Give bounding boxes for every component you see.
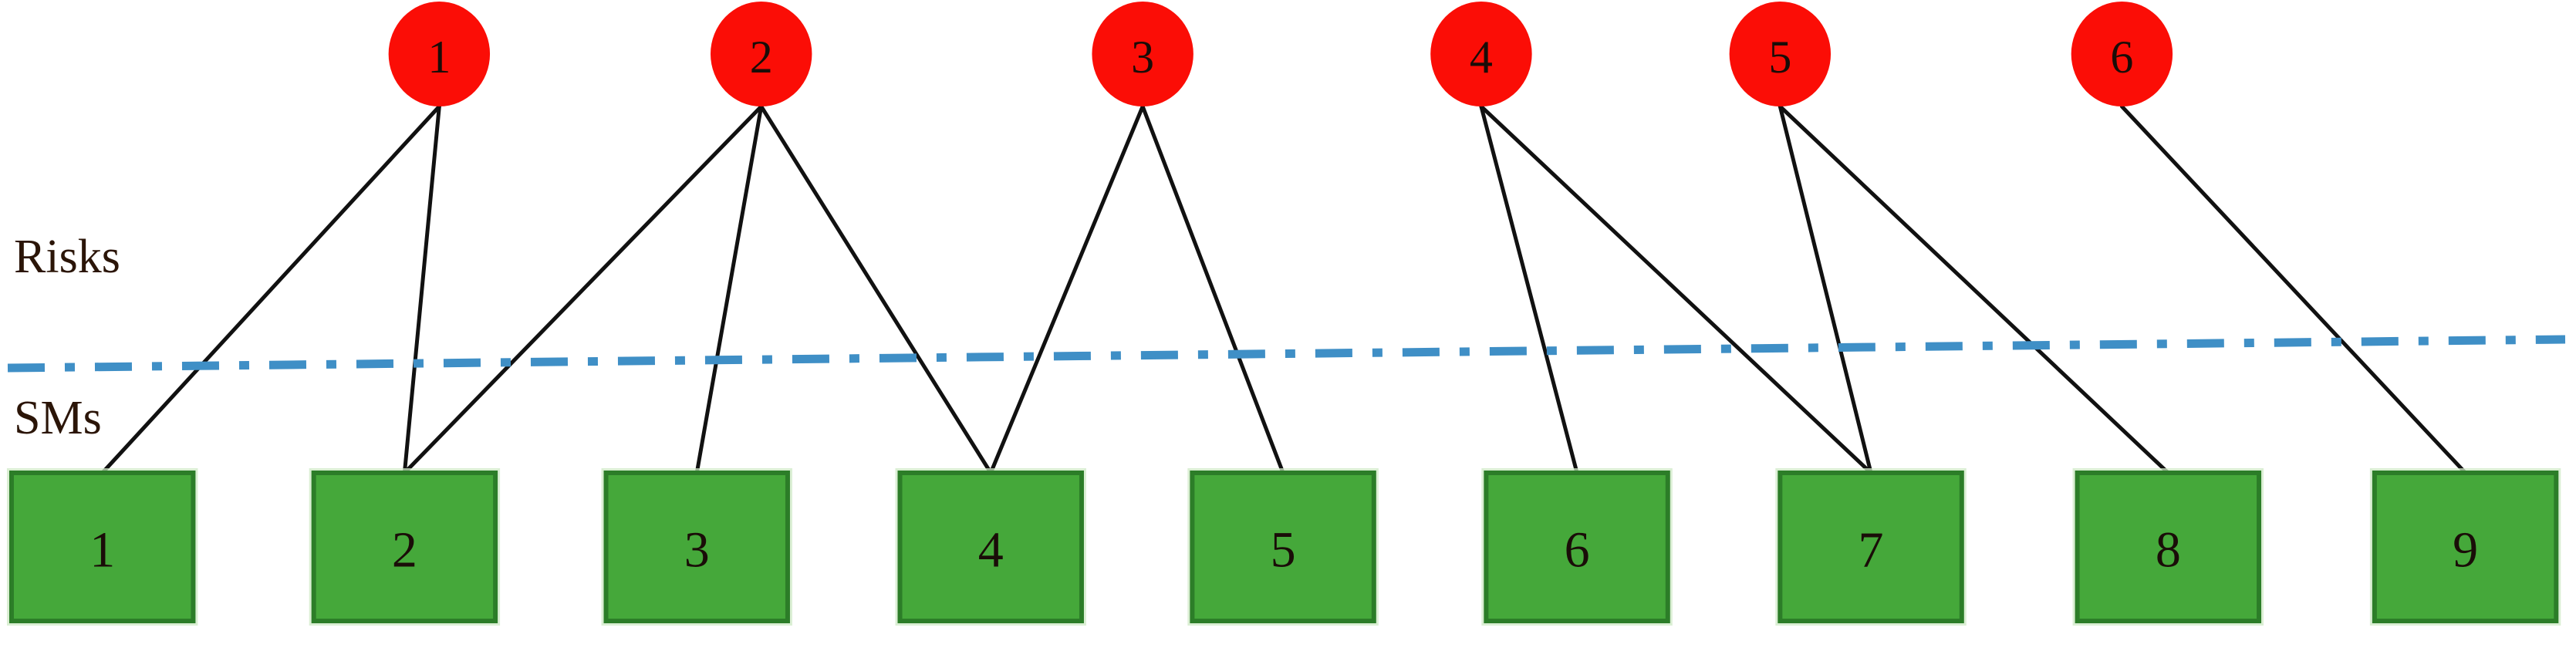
sm-node-4[interactable]: 4 <box>895 468 1086 626</box>
edge-risk-6-to-sm-9 <box>2119 104 2468 475</box>
sm-node-9[interactable]: 9 <box>2369 468 2561 626</box>
risk-node-3[interactable]: 3 <box>1092 2 1193 106</box>
edge-risk-1-to-sm-1 <box>100 104 441 475</box>
edge-risk-2-to-sm-2 <box>402 104 764 475</box>
edge-risk-4-to-sm-6 <box>1479 104 1579 475</box>
sm-node-5[interactable]: 5 <box>1187 468 1379 626</box>
risk-node-label: 3 <box>1131 32 1154 83</box>
edge-risk-5-to-sm-7 <box>1778 104 1873 475</box>
sm-square <box>2075 471 2262 623</box>
risk-node-6[interactable]: 6 <box>2071 2 2173 106</box>
sm-square <box>1190 471 1376 623</box>
sm-square <box>311 471 498 623</box>
sm-square <box>2372 471 2559 623</box>
risk-node-2[interactable]: 2 <box>710 2 812 106</box>
risk-circle <box>1729 2 1832 106</box>
sm-node-label: 7 <box>1859 522 1884 579</box>
edge-risk-2-to-sm-3 <box>694 104 764 475</box>
sm-node-label: 6 <box>1565 522 1590 579</box>
risks-layer: 1 2 3 4 5 6 <box>388 2 2173 106</box>
sm-square <box>897 471 1084 623</box>
sm-square <box>8 471 196 623</box>
edge-risk-4-to-sm-7 <box>1479 104 1873 475</box>
band-divider-line <box>7 335 2566 373</box>
sm-node-label: 2 <box>392 522 417 579</box>
edge-risk-5-to-sm-8 <box>1778 104 2170 475</box>
sm-node-1[interactable]: 1 <box>6 468 198 626</box>
risk-node-label: 4 <box>1470 32 1493 83</box>
risk-circle <box>1092 2 1193 106</box>
risks-band-label: Risks <box>14 231 120 283</box>
risk-node-label: 5 <box>1768 32 1791 83</box>
risk-circle <box>2071 2 2173 106</box>
sm-node-label: 4 <box>978 522 1004 579</box>
risk-node-4[interactable]: 4 <box>1430 2 1532 106</box>
sm-square <box>603 471 790 623</box>
edge-risk-2-to-sm-4 <box>759 104 993 475</box>
sm-node-3[interactable]: 3 <box>601 468 792 626</box>
sm-node-label: 9 <box>2453 522 2478 579</box>
sms-layer: 1 2 3 4 5 6 7 8 9 <box>6 468 2561 626</box>
sm-node-label: 3 <box>684 522 710 579</box>
sm-node-6[interactable]: 6 <box>1481 468 1673 626</box>
edge-risk-3-to-sm-4 <box>988 104 1145 475</box>
risk-circle <box>1430 2 1532 106</box>
risk-node-5[interactable]: 5 <box>1729 2 1832 106</box>
risk-node-label: 6 <box>2110 32 2133 83</box>
sm-node-7[interactable]: 7 <box>1775 468 1967 626</box>
risk-node-label: 1 <box>427 32 451 83</box>
sm-node-2[interactable]: 2 <box>309 468 501 626</box>
sms-band-label: SMs <box>14 392 102 444</box>
risk-node-1[interactable]: 1 <box>388 2 491 106</box>
sm-node-label: 1 <box>89 522 115 579</box>
sm-square <box>1778 471 1964 623</box>
sm-square <box>1484 471 1670 623</box>
band-divider-layer <box>7 335 2566 373</box>
edge-risk-1-to-sm-2 <box>402 104 441 475</box>
sm-node-8[interactable]: 8 <box>2072 468 2264 626</box>
risk-circle <box>710 2 812 106</box>
risk-node-label: 2 <box>750 32 773 83</box>
sm-node-label: 8 <box>2156 522 2181 579</box>
risk-circle <box>388 2 491 106</box>
edge-risk-3-to-sm-5 <box>1140 104 1285 475</box>
sm-node-label: 5 <box>1271 522 1296 579</box>
edges-layer <box>100 104 2468 475</box>
